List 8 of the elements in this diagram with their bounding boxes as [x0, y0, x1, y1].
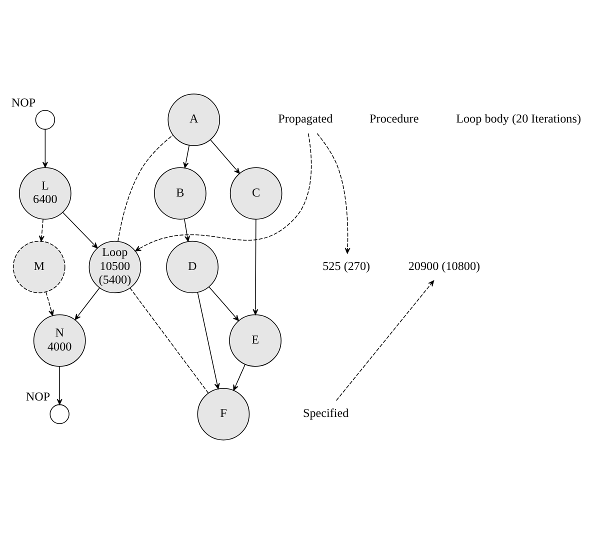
label: Loop body (20 Iterations): [456, 111, 582, 126]
label: Procedure: [370, 111, 419, 126]
node-text: Propagated: [278, 111, 333, 126]
node-text: Specified: [302, 406, 349, 420]
node-text: 525 (270): [322, 258, 370, 272]
node-text: 20900 (10800): [408, 258, 480, 272]
node-label: NOP: [11, 94, 36, 109]
node-label: NOP: [26, 389, 50, 404]
